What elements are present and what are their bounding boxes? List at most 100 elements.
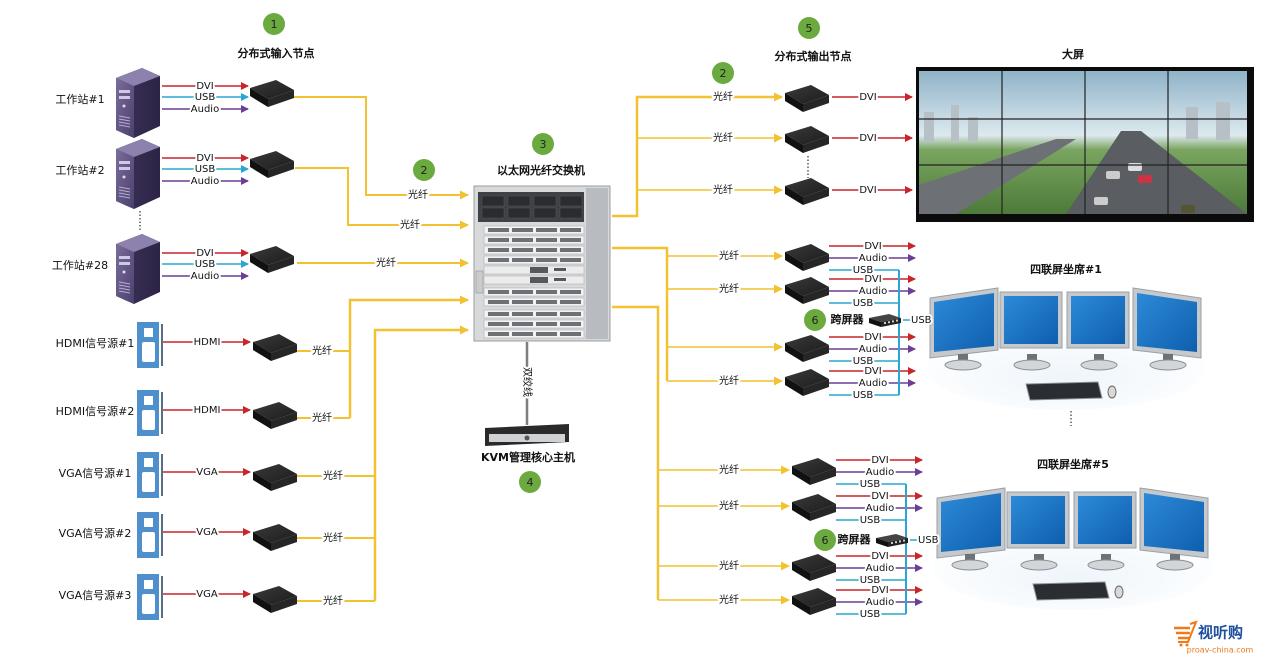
signal-label: DVI (196, 248, 213, 259)
monitor-stand (1020, 559, 1058, 571)
output-node-box[interactable] (792, 554, 836, 581)
kvm-host-icon[interactable] (485, 424, 569, 446)
video-wall-building (1216, 102, 1230, 140)
monitor-stand (1013, 359, 1051, 371)
signal-source-panel-icon[interactable] (137, 322, 163, 368)
input-node-box[interactable] (250, 80, 294, 107)
signal-source-panel-icon[interactable] (137, 390, 163, 436)
badge-circle (532, 133, 554, 155)
box-front (253, 594, 271, 613)
box-front (785, 377, 803, 396)
tower-drive (119, 161, 130, 164)
badge-circle (263, 13, 285, 35)
fiber-label: 光纤 (719, 463, 739, 476)
output-node-box[interactable] (792, 588, 836, 615)
input-node-box[interactable] (253, 334, 297, 361)
input-node-box[interactable] (253, 402, 297, 429)
input-node-box[interactable] (253, 586, 297, 613)
fiber-label: 光纤 (713, 183, 733, 196)
workstation-tower-icon[interactable] (116, 139, 160, 209)
output-node-box[interactable] (785, 126, 829, 153)
ethernet-fiber-switch-icon[interactable] (473, 185, 611, 342)
monitor-stand (951, 559, 989, 571)
fiber-bus (612, 92, 783, 218)
box-side (803, 188, 829, 205)
workstation-tower-icon[interactable] (116, 234, 160, 304)
proav-logo[interactable]: 视听购 proav-china.com (1174, 620, 1254, 655)
input-node-box[interactable] (253, 524, 297, 551)
video-wall-car (1106, 171, 1120, 179)
switch-supervisor (533, 195, 557, 207)
spanner-top (869, 314, 901, 322)
signal-label: USB (860, 575, 881, 586)
input-node-box[interactable] (250, 246, 294, 273)
signal-label: VGA (196, 527, 218, 538)
monitor (936, 487, 1006, 571)
badge-circle (519, 471, 541, 493)
fiber-label: 光纤 (719, 593, 739, 606)
kvm-spanner-icon[interactable] (876, 534, 908, 547)
box-side (803, 287, 829, 304)
monitor-stand (944, 359, 982, 371)
badge-number: 6 (812, 314, 819, 327)
logo-domain-text: proav-china.com (1187, 646, 1254, 655)
signal-source-panel-icon[interactable] (137, 574, 163, 620)
box-front (253, 472, 271, 491)
monitor-neck (1094, 354, 1104, 362)
monitor-stand (1080, 359, 1118, 371)
tower-vent (118, 186, 131, 190)
output-node-box[interactable] (785, 244, 829, 271)
output-node-box[interactable] (792, 494, 836, 521)
output-node-box[interactable] (785, 335, 829, 362)
fiber-label: 光纤 (312, 411, 332, 424)
workstation-tower-icon[interactable] (116, 68, 160, 138)
output-node-box[interactable] (785, 178, 829, 205)
switch-ports (560, 248, 581, 252)
switch-ports (488, 322, 509, 326)
output-node-box[interactable] (785, 369, 829, 396)
kvm-spanner-icon[interactable] (869, 314, 901, 327)
panel-port-large (142, 472, 155, 492)
input-node-box[interactable] (250, 151, 294, 178)
video-wall-building (924, 112, 934, 142)
input-node-box[interactable] (253, 464, 297, 491)
switch-supervisor (533, 207, 557, 219)
signal-label: VGA (196, 467, 218, 478)
output-node-box[interactable] (785, 85, 829, 112)
monitor (999, 291, 1063, 371)
signal-label: USB (860, 479, 881, 490)
monitor-screen (934, 293, 994, 352)
monitor (1132, 287, 1202, 371)
signal-label: USB (853, 265, 874, 276)
badge-kvm-host: 4 (519, 471, 541, 493)
box-front (792, 466, 810, 485)
logo-cart-wheel (1185, 643, 1189, 647)
spanner-label: 跨屏器 (838, 532, 872, 546)
switch-line-card (483, 329, 585, 339)
badge-circle (413, 159, 435, 181)
tower-drive (119, 96, 130, 99)
fiber-label: 光纤 (713, 90, 733, 103)
output-node-box[interactable] (792, 458, 836, 485)
switch-supervisor (481, 195, 505, 207)
signal-source-label: VGA信号源#3 (59, 588, 132, 602)
signal-label: Audio (866, 563, 894, 574)
signal-label: DVI (864, 241, 881, 252)
box-top (785, 178, 829, 197)
spanner-front (869, 318, 881, 327)
box-side (803, 136, 829, 153)
big-screen-title: 大屏 (1062, 47, 1084, 61)
output-node-box[interactable] (785, 277, 829, 304)
spanner-port (895, 541, 897, 544)
fiber-label: 光纤 (713, 131, 733, 144)
signal-source-panel-icon[interactable] (137, 512, 163, 558)
signal-label: Audio (191, 176, 219, 187)
switch-ports (512, 258, 533, 262)
switch-ports (536, 312, 557, 316)
monitor-neck (965, 554, 975, 562)
box-front (785, 252, 803, 271)
logo-brand-text: 视听购 (1198, 624, 1243, 642)
badge-circle (712, 62, 734, 84)
spanner-label: 跨屏器 (831, 312, 865, 326)
signal-source-panel-icon[interactable] (137, 452, 163, 498)
